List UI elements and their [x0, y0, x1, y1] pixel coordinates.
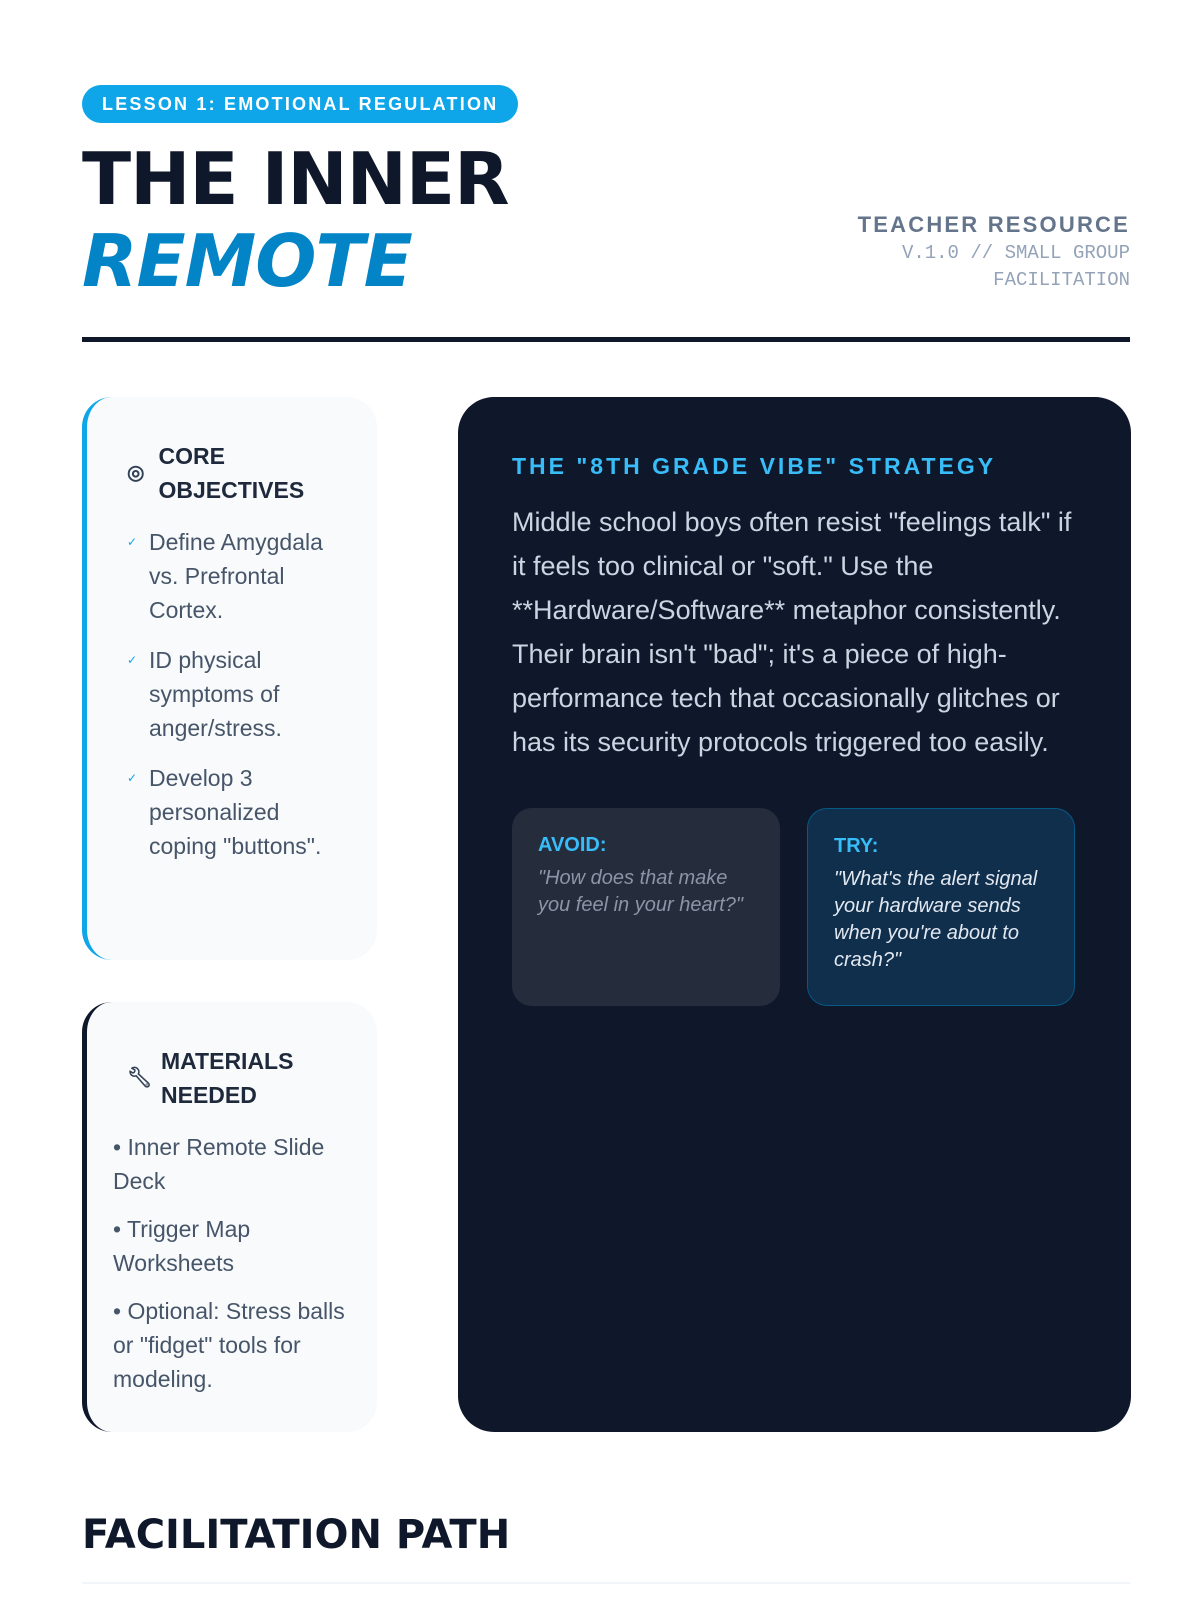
section-divider: [82, 1582, 1130, 1584]
avoid-label: AVOID:: [538, 834, 607, 856]
resource-label: TEACHER RESOURCE: [857, 212, 1130, 237]
list-item: • Optional: Stress balls or "fidget" too…: [113, 1298, 345, 1392]
strategy-body: Middle school boys often resist "feeling…: [512, 507, 1072, 757]
header-divider: [82, 337, 1130, 342]
check-icon: ✓: [127, 653, 138, 667]
list-item: ✓ Define Amygdala vs. Prefrontal Cortex.: [127, 525, 347, 627]
check-icon: ✓: [127, 771, 138, 785]
list-item: • Inner Remote Slide Deck: [113, 1134, 325, 1194]
avoid-box: AVOID: "How does that make you feel in y…: [512, 808, 780, 1006]
title-line-1: THE INNER: [82, 137, 510, 221]
core-objectives-card: ◎ CORE OBJECTIVES ✓ Define Amygdala vs. Pr…: [82, 397, 377, 960]
card-title: MATERIALS NEEDED: [161, 1048, 294, 1108]
strategy-title: THE "8TH GRADE VIBE" STRATEGY: [512, 453, 997, 479]
page-title: THE INNER REMOTE: [82, 137, 510, 303]
avoid-quote: "How does that make you feel in your hea…: [538, 867, 743, 916]
item-text: Develop 3 personalized coping "buttons".: [149, 765, 322, 859]
check-icon: ✓: [127, 535, 138, 549]
list-item: • Trigger Map Worksheets: [113, 1216, 251, 1276]
list-item: ✓ Develop 3 personalized coping "buttons"…: [127, 761, 347, 863]
resource-meta: TEACHER RESOURCE V.1.0 // SMALL GROUP FA…: [858, 210, 1130, 294]
try-quote: "What's the alert signal your hardware s…: [834, 868, 1038, 971]
lesson-badge: LESSON 1: EMOTIONAL REGULATION: [82, 85, 519, 123]
materials-card: 🔧︎ MATERIALS NEEDED • Inner Remote Slide …: [82, 1002, 377, 1432]
card-title: CORE OBJECTIVES: [158, 443, 305, 503]
wrench-icon: 🔧︎: [127, 1067, 153, 1089]
section-title: FACILITATION PATH: [82, 1512, 511, 1558]
try-label: TRY:: [834, 835, 879, 857]
version-line-1: V.1.0 // SMALL GROUP: [901, 242, 1130, 264]
title-line-2: REMOTE: [82, 219, 413, 303]
target-icon: ◎: [127, 462, 145, 484]
item-text: ID physical symptoms of anger/stress.: [149, 647, 282, 741]
version-line-2: FACILITATION: [993, 269, 1130, 291]
strategy-card: THE "8TH GRADE VIBE" STRATEGY Middle sch…: [458, 397, 1131, 1432]
item-text: Define Amygdala vs. Prefrontal Cortex.: [149, 529, 323, 623]
try-box: TRY: "What's the alert signal your hardw…: [807, 808, 1075, 1006]
list-item: ✓ ID physical symptoms of anger/stress.: [127, 643, 347, 745]
